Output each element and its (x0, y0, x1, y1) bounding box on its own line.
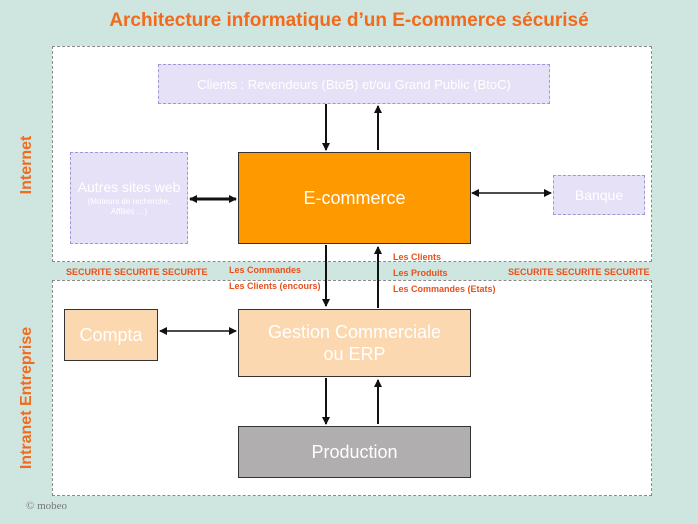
diagram-title: Architecture informatique d’un E-commerc… (109, 10, 589, 31)
security-left: SECURITE SECURITE SECURITE (66, 267, 208, 277)
banque-box: Banque (553, 175, 645, 215)
ecommerce-box: E-commerce (238, 152, 471, 244)
banque-label: Banque (574, 187, 624, 203)
flow-up-commandes-etats: Les Commandes (Etats) (393, 284, 496, 294)
flow-down-commandes: Les Commandes (229, 265, 302, 275)
production-box: Production (238, 426, 471, 478)
autres-sites-subtitle: (Moteurs de recherche; Affiliés …) (87, 197, 171, 216)
erp-label-line1: Gestion Commerciale (267, 322, 442, 342)
compta-label: Compta (79, 324, 143, 345)
security-right: SECURITE SECURITE SECURITE (508, 267, 650, 277)
compta-box: Compta (64, 309, 158, 361)
clients-box: Clients : Revendeurs (BtoB) et/ou Grand … (158, 64, 550, 104)
erp-box: Gestion Commerciale ou ERP (238, 309, 471, 377)
flow-down-clients-encours: Les Clients (encours) (229, 281, 321, 291)
copyright: © mobeo (26, 500, 68, 512)
flow-up-clients: Les Clients (393, 252, 442, 262)
erp-label-line2: ou ERP (323, 344, 386, 364)
production-label: Production (311, 441, 398, 462)
autres-sites-title: Autres sites web (77, 179, 181, 195)
flow-up-produits: Les Produits (393, 268, 448, 278)
autres-sites-box: Autres sites web (Moteurs de recherche; … (70, 152, 188, 244)
clients-label: Clients : Revendeurs (BtoB) et/ou Grand … (197, 76, 511, 92)
ecommerce-label: E-commerce (303, 187, 406, 208)
